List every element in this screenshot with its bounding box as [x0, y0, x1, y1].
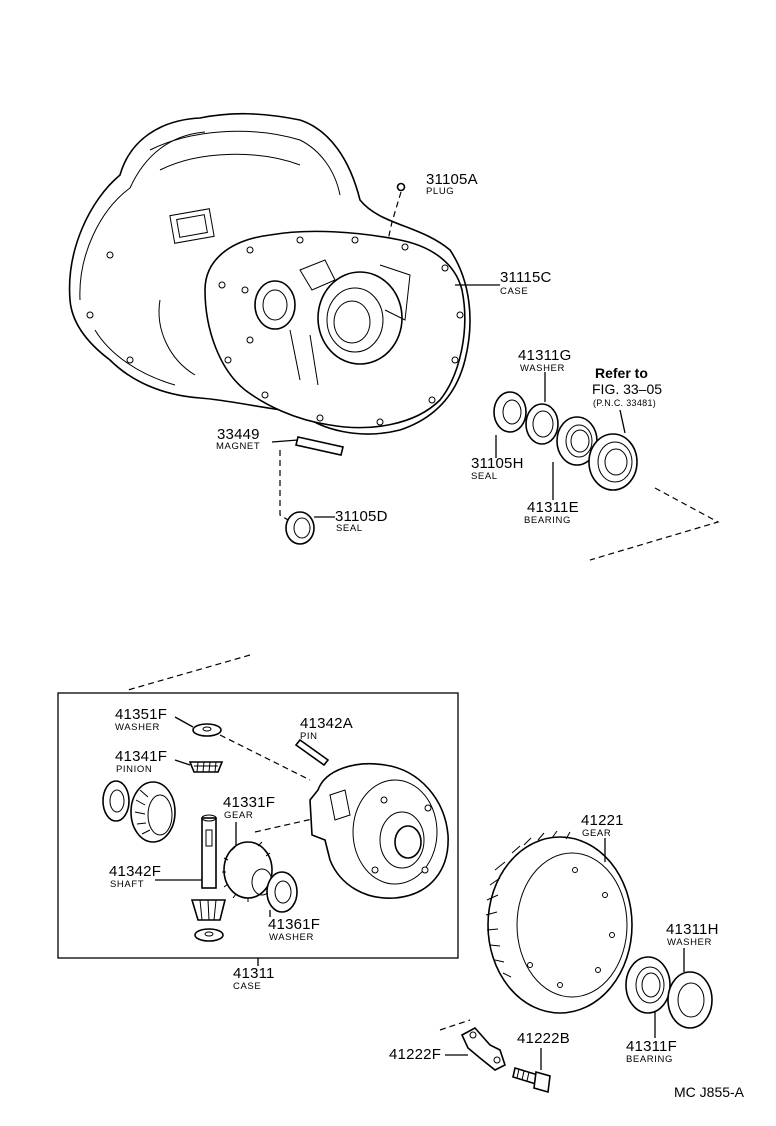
seal-31105h-illustration	[493, 391, 527, 433]
part-name-washer-351f: WASHER	[115, 722, 160, 733]
transaxle-case-illustration	[68, 112, 471, 435]
pinion-41341f-illustration	[188, 761, 224, 773]
part-number-41222f: 41222F	[389, 1046, 442, 1063]
part-name-shaft: SHAFT	[110, 879, 145, 890]
part-number-41361f: 41361F	[268, 916, 321, 933]
seal-31105d-illustration	[285, 511, 315, 545]
washer-41311g-illustration	[525, 403, 559, 445]
washer-41351f-illustration	[192, 723, 222, 737]
part-name-gear-331f: GEAR	[224, 810, 254, 821]
washer-41361f-illustration	[266, 871, 298, 913]
part-name-gear-221: GEAR	[582, 828, 612, 839]
part-number-41311e: 41311E	[527, 499, 579, 516]
part-number-41342f: 41342F	[109, 863, 162, 880]
part-number-31115c: 31115C	[500, 269, 552, 286]
magnet-33449-illustration	[295, 436, 344, 456]
side-washer-left-illustration	[102, 780, 130, 822]
reference-line-3: (P.N.C. 33481)	[593, 398, 657, 408]
part-name-case: CASE	[500, 286, 529, 297]
ring-gear-41221-illustration	[485, 830, 633, 1014]
pinion-lower-illustration	[190, 899, 227, 921]
part-name-pinion: PINION	[116, 764, 153, 775]
reference-line-1: Refer to	[595, 365, 648, 381]
part-number-41351f: 41351F	[115, 706, 168, 723]
diagram-code: MC J855-A	[674, 1084, 745, 1100]
part-number-41341f: 41341F	[115, 748, 168, 765]
part-name-bearing-f: BEARING	[626, 1054, 673, 1065]
part-name-washer-361f: WASHER	[269, 932, 314, 943]
part-number-41311: 41311	[233, 965, 275, 982]
part-number-33449: 33449	[217, 426, 260, 443]
part-name-washer: WASHER	[520, 363, 565, 374]
pin-41342a-illustration	[294, 738, 330, 767]
bearing-race-reference-illustration	[588, 433, 638, 491]
part-number-41342a: 41342A	[300, 715, 353, 732]
washer-lower-illustration	[194, 928, 224, 942]
part-number-31105d: 31105D	[335, 508, 388, 525]
part-name-plug: PLUG	[426, 186, 455, 197]
side-gear-left-illustration	[130, 781, 176, 843]
part-number-41311f: 41311F	[626, 1038, 677, 1055]
part-number-41222b: 41222B	[517, 1030, 570, 1047]
part-name-pin: PIN	[300, 731, 318, 742]
part-number-41331f: 41331F	[223, 794, 276, 811]
bolt-41222b-illustration	[512, 1066, 551, 1094]
lock-plate-41222f-illustration	[460, 1026, 506, 1071]
part-name-magnet: MAGNET	[216, 441, 261, 452]
part-name-seal-d: SEAL	[336, 523, 363, 534]
plug-31105a-illustration	[396, 182, 406, 192]
part-name-washer-h: WASHER	[667, 937, 712, 948]
part-number-41311g: 41311G	[518, 347, 572, 364]
differential-case-body-illustration	[309, 762, 449, 899]
part-name-seal-h: SEAL	[471, 471, 498, 482]
side-gear-41331f-illustration	[222, 841, 273, 902]
part-number-41311h: 41311H	[666, 921, 719, 938]
part-name-case-assembly: CASE	[233, 981, 262, 992]
washer-41311h-illustration	[667, 971, 713, 1029]
part-name-bearing-e: BEARING	[524, 515, 571, 526]
pinion-shaft-41342f-illustration	[201, 814, 217, 889]
reference-line-2: FIG. 33–05	[592, 381, 663, 397]
part-number-31105h: 31105H	[471, 455, 524, 472]
part-number-31105a: 31105A	[426, 171, 478, 188]
part-number-41221: 41221	[581, 812, 624, 829]
bearing-41311f-illustration	[625, 956, 671, 1014]
